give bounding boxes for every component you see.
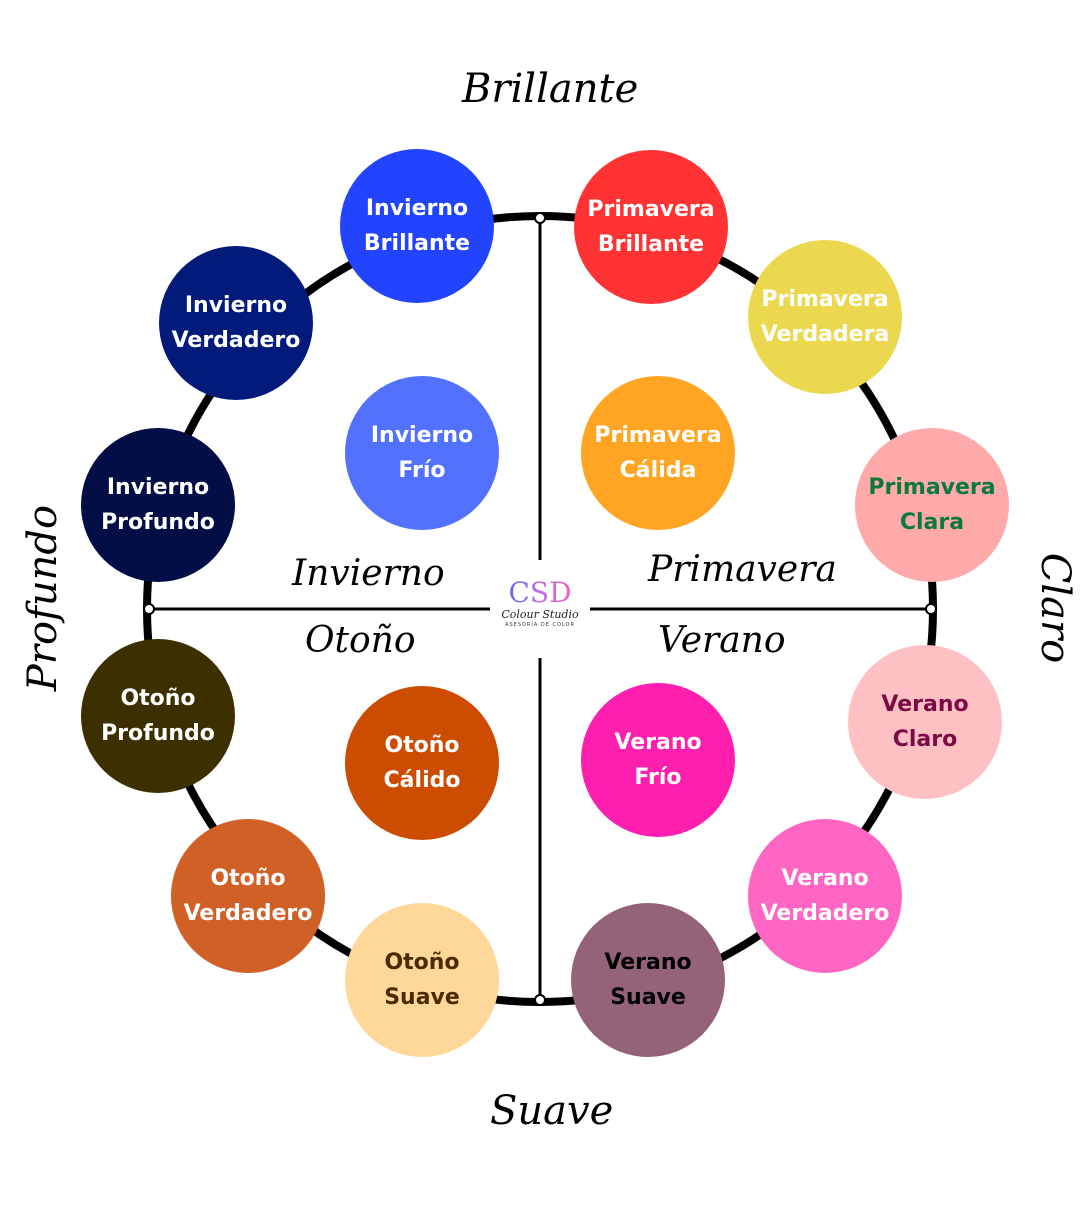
logo-tagline: ASESORÍA DE COLOR (505, 622, 575, 628)
season-name-line1: Invierno (184, 293, 288, 318)
season-name-line1: Otoño (384, 950, 460, 975)
season-name-line1: Primavera (868, 475, 996, 500)
season-name-line1: Otoño (120, 686, 196, 711)
season-name-line2: Verdadero (760, 901, 890, 926)
season-name-line1: Invierno (365, 196, 469, 221)
quadrant-label-primavera: Primavera (648, 549, 837, 590)
season-name-line2: Clara (899, 510, 965, 535)
axis-label-right: Claro (1032, 552, 1079, 664)
quadrant-label-otono: Otoño (305, 620, 416, 661)
axis-label-bottom: Suave (490, 1088, 614, 1134)
axis-endpoint (143, 603, 155, 615)
brand-logo: CSD Colour Studio ASESORÍA DE COLOR (490, 578, 590, 629)
season-name-line1: Otoño (384, 733, 460, 758)
season-name-line2: Claro (892, 727, 958, 752)
season-name-line2: Verdadero (171, 328, 301, 353)
axis-label-top: Brillante (462, 66, 639, 112)
axis-label-left: Profundo (20, 504, 67, 692)
season-name-line2: Brillante (363, 231, 471, 256)
season-name-line1: Verano (881, 692, 969, 717)
season-name-line1: Primavera (594, 423, 722, 448)
season-name-line1: Primavera (761, 287, 889, 312)
logo-initials: CSD (508, 576, 572, 609)
season-name-line2: Verdadera (760, 322, 890, 347)
axis-endpoint (925, 603, 937, 615)
season-name-line2: Profundo (101, 721, 215, 746)
logo-script: Colour Studio (501, 608, 579, 621)
quadrant-label-verano: Verano (658, 620, 786, 661)
season-name-line2: Frío (398, 458, 446, 483)
season-name-line1: Invierno (370, 423, 474, 448)
season-name-line1: Verano (604, 950, 692, 975)
season-name-line2: Brillante (597, 232, 705, 257)
season-name-line2: Cálida (619, 458, 697, 483)
season-name-line2: Suave (610, 985, 686, 1010)
season-name-line2: Cálido (383, 768, 461, 793)
axis-endpoint (534, 212, 546, 224)
season-name-line1: Verano (781, 866, 869, 891)
season-name-line2: Frío (634, 765, 682, 790)
season-name-line2: Suave (384, 985, 460, 1010)
season-name-line1: Verano (614, 730, 702, 755)
quadrant-label-invierno: Invierno (292, 553, 445, 594)
season-name-line2: Verdadero (183, 901, 313, 926)
season-name-line1: Otoño (210, 866, 286, 891)
season-name-line1: Invierno (106, 475, 210, 500)
season-name-line1: Primavera (587, 197, 715, 222)
axis-endpoint (534, 994, 546, 1006)
season-name-line2: Profundo (101, 510, 215, 535)
